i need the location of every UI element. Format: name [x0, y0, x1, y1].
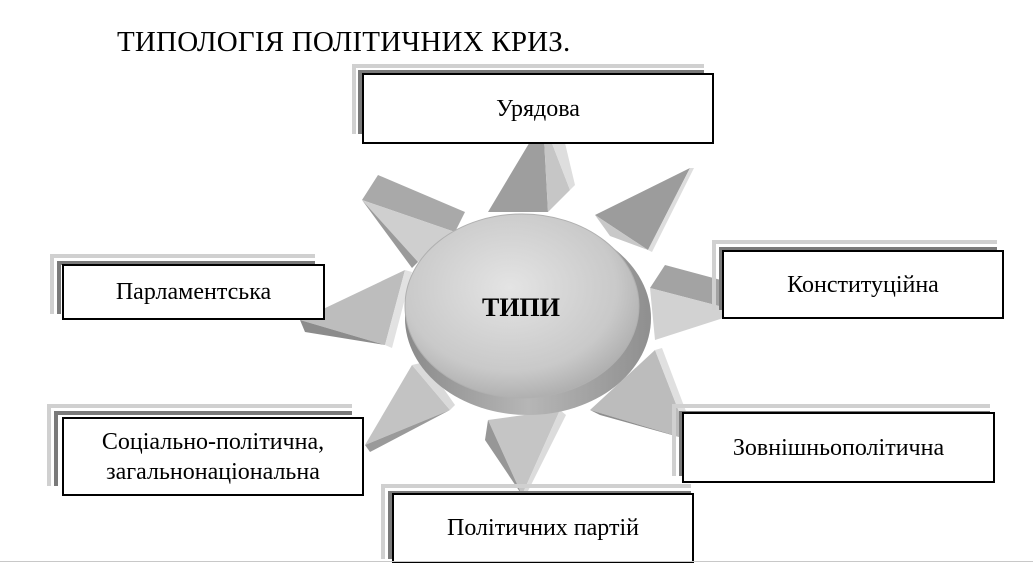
ray-left	[300, 270, 412, 348]
center-label: ТИПИ	[481, 293, 560, 322]
type-box-socio-political: Соціально-політична, загальнонаціональна	[62, 417, 364, 496]
ray-top-right	[595, 168, 694, 252]
box-shadow-right-upper	[712, 240, 997, 310]
disc-face	[405, 214, 639, 398]
box-shadow-left-lower	[47, 404, 352, 486]
type-box-political-parties: Політичних партій	[392, 493, 694, 563]
type-box-constitutional: Конституційна	[722, 250, 1004, 319]
ray-bottom	[485, 410, 566, 495]
type-box-foreign-policy: Зовнішньополітична	[682, 412, 995, 483]
ray-bottom-left	[365, 362, 455, 452]
socio-political-line1: Соціально-політична,	[101, 428, 325, 455]
ray-top-left	[362, 175, 465, 268]
box-shadow-left-upper	[50, 254, 315, 314]
box-shadow-top	[352, 64, 704, 134]
bottom-divider	[0, 561, 1033, 562]
page-title: ТИПОЛОГІЯ ПОЛІТИЧНИХ КРИЗ.	[117, 26, 571, 58]
type-box-government: Урядова	[362, 73, 714, 144]
socio-political-line2: загальнонаціональна	[106, 458, 320, 485]
type-box-parliamentary: Парламентська	[62, 264, 325, 320]
